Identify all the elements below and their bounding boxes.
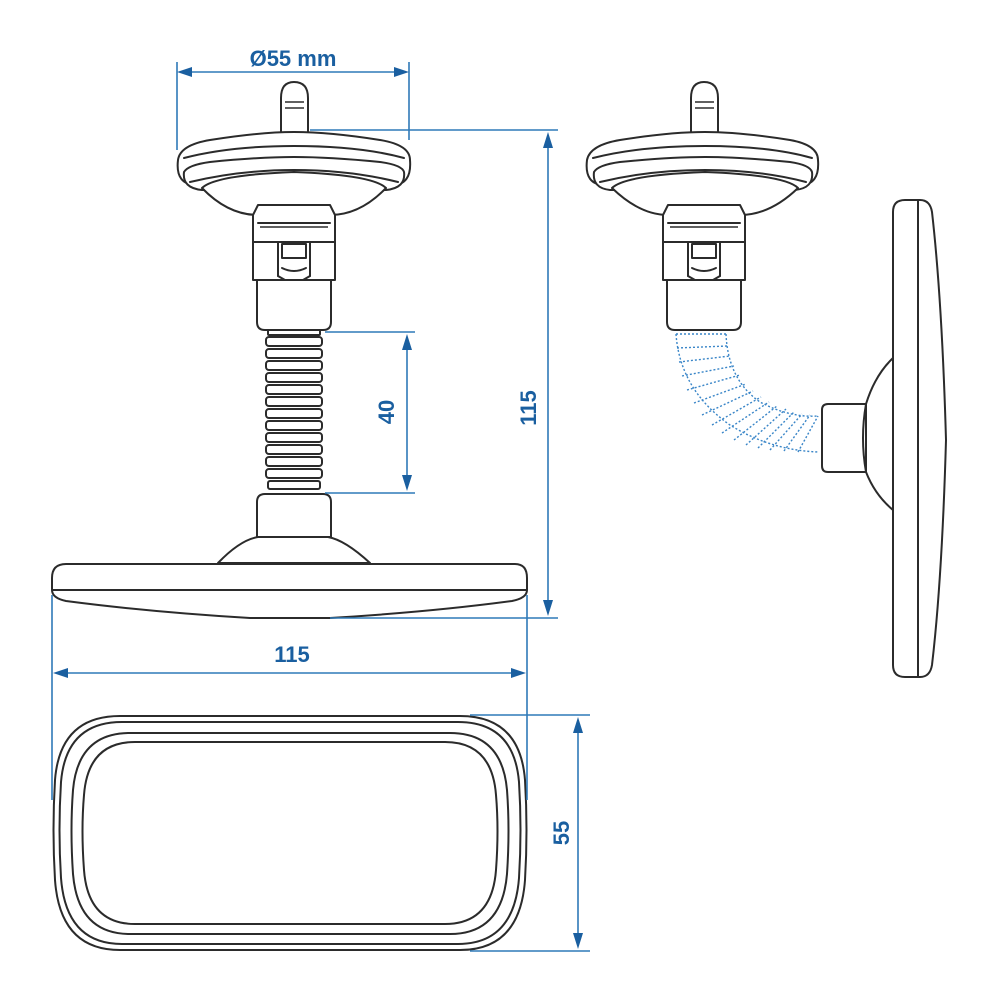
mirror-neck — [256, 493, 332, 538]
front-view — [51, 81, 528, 619]
side-view — [585, 81, 947, 678]
dimension-mirror-height: 55 — [549, 821, 574, 845]
dimension-arm-length: 40 — [374, 400, 399, 424]
flex-arm-bent — [675, 333, 819, 453]
mirror-body-side — [892, 199, 947, 678]
dimension-total-height: 115 — [516, 390, 541, 426]
dimension-mirror-width: 115 — [274, 642, 310, 667]
dimension-lines — [51, 62, 590, 952]
spring-arm — [265, 329, 323, 490]
dimension-suction-diameter: Ø55 mm — [250, 46, 337, 71]
mirror-face-view — [52, 715, 528, 951]
